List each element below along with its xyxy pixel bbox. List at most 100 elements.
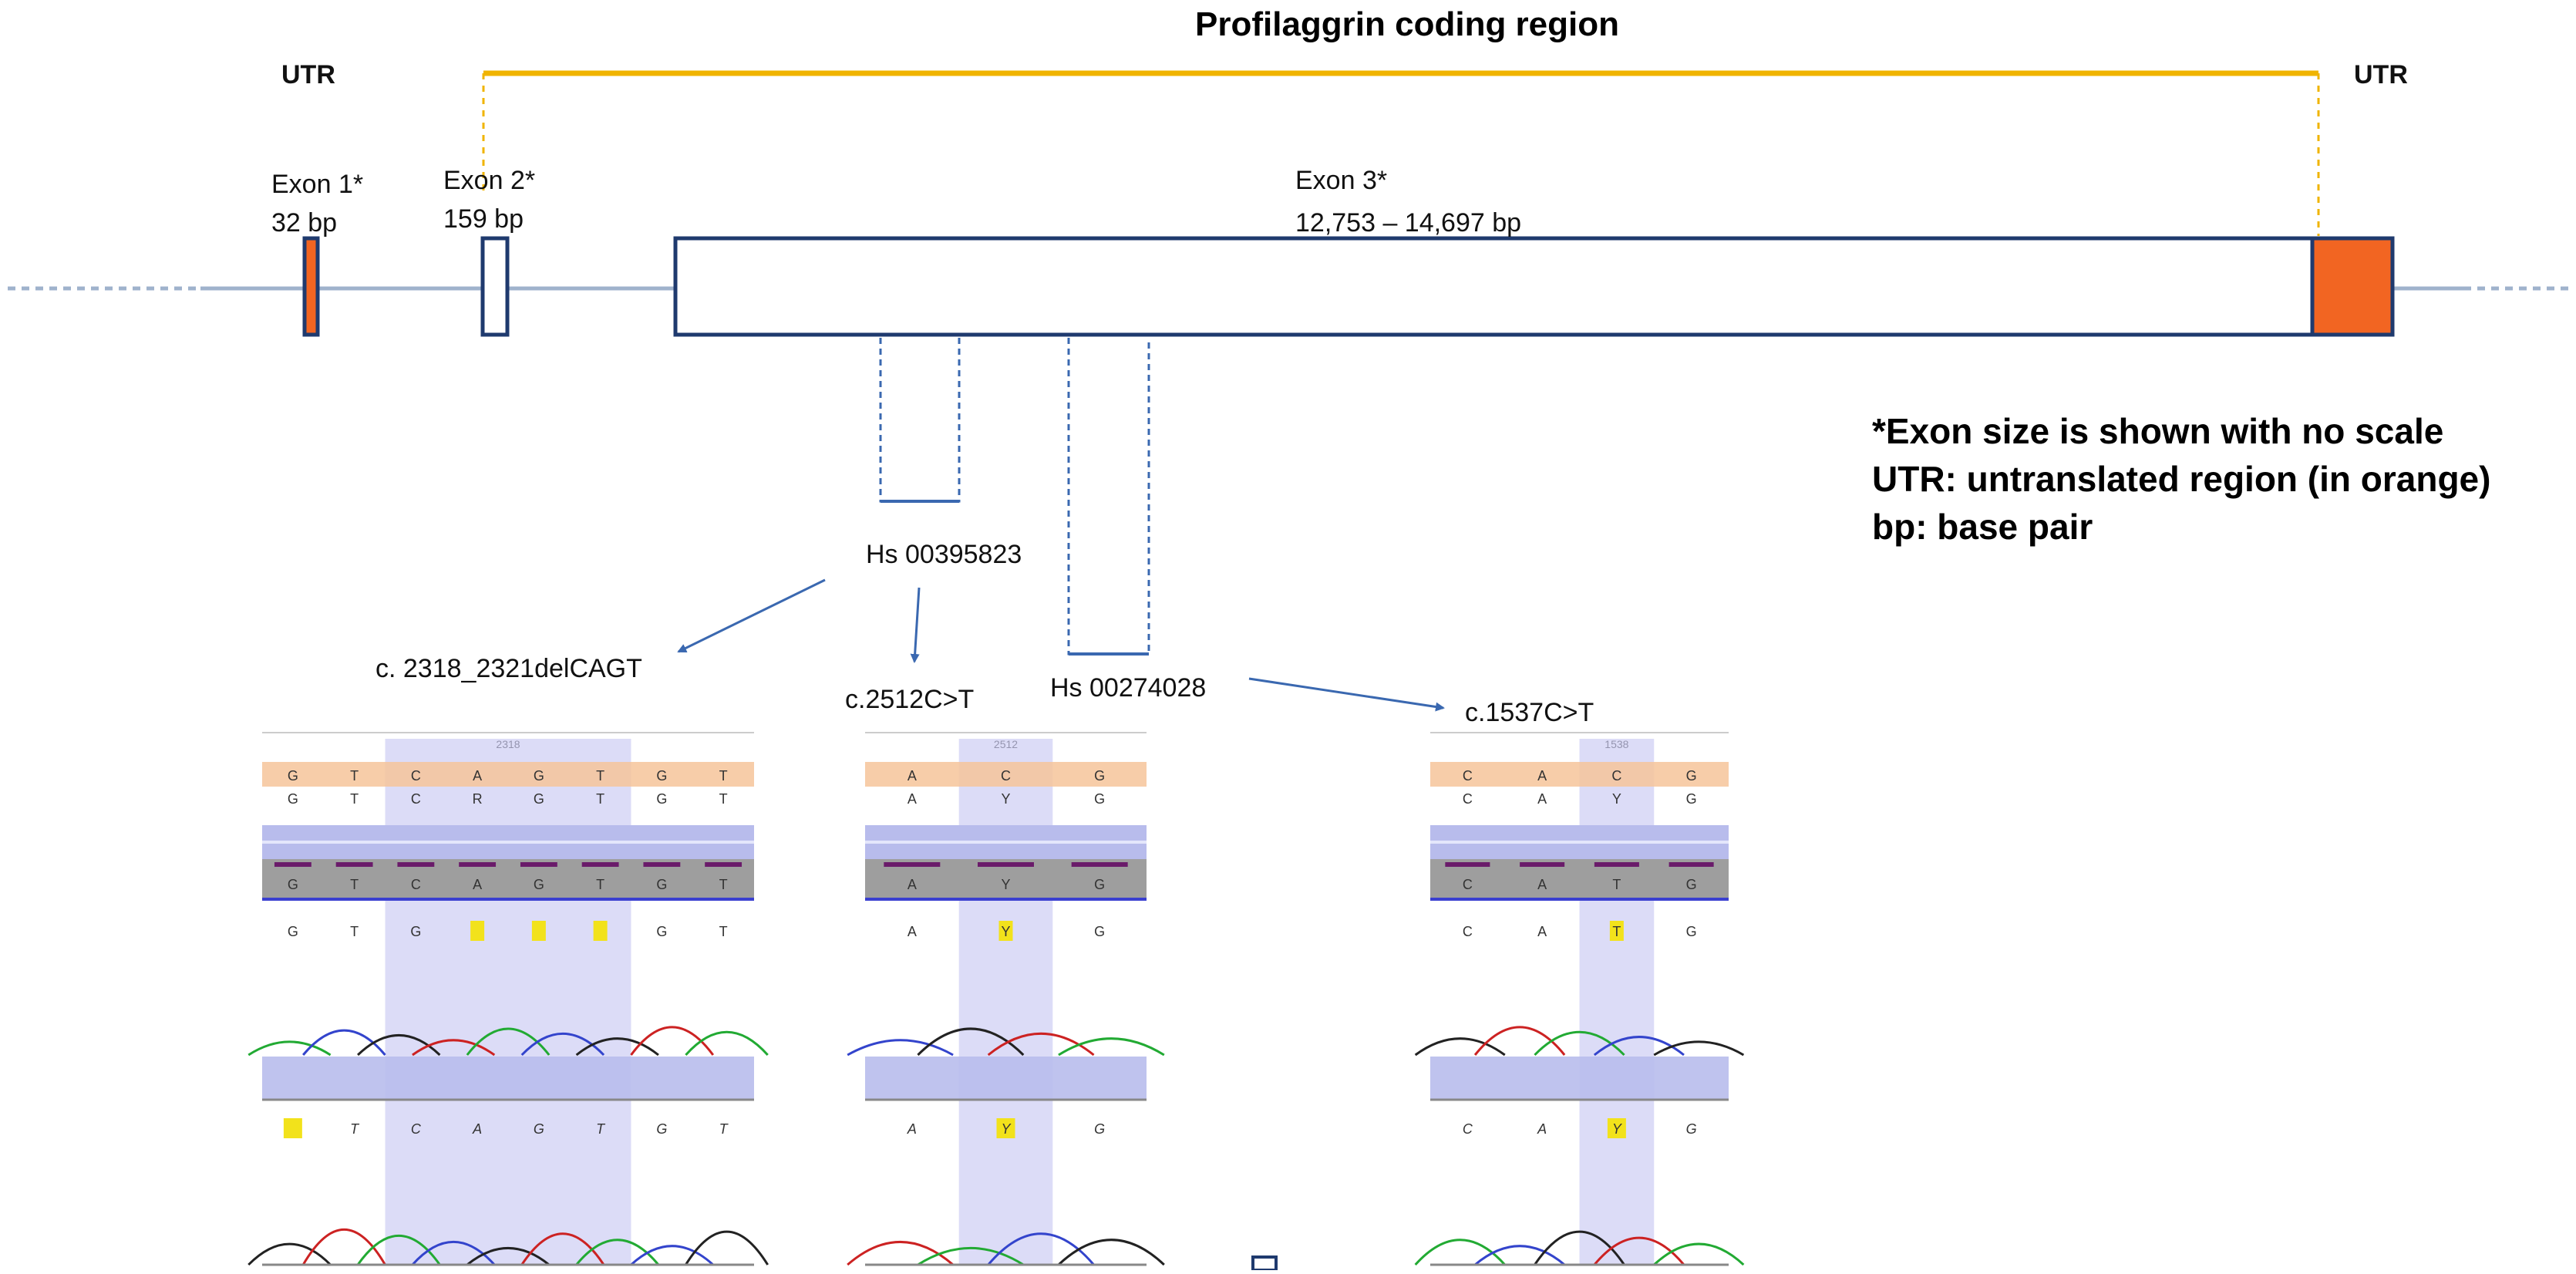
panel-1-ref-base-3: C — [411, 768, 421, 784]
panel-3-track-base-1: C — [1463, 877, 1473, 892]
panel-1-call1-base-2: T — [350, 924, 359, 939]
probe-1-bracket — [879, 338, 961, 503]
utr-left-label: UTR — [281, 60, 335, 89]
panel-1-trace1-peak-2 — [302, 1029, 386, 1056]
panel-1-call1-base-7: G — [656, 924, 667, 939]
panel-1-ref-base-6: T — [596, 768, 604, 784]
panel-3-call1-base-3: T — [1612, 924, 1621, 939]
panel-2-track-tick-2 — [978, 862, 1034, 867]
panel-1-trace1-band — [262, 1057, 754, 1100]
panel-2-highlight-column — [958, 739, 1053, 1265]
panel-1-track-tick-6 — [581, 862, 619, 867]
panel-1-trace2-peak-8 — [630, 1245, 714, 1266]
panel-2-ref-base-1: A — [907, 768, 917, 784]
utr-right-label: UTR — [2354, 60, 2408, 89]
panel-3-trace1-peak-3 — [1534, 1030, 1625, 1057]
panel-1-trace2-peak-4 — [411, 1240, 496, 1266]
panel-1-call1-base-3: G — [410, 924, 421, 939]
panel-2-call1-base-1: A — [907, 924, 917, 939]
panel-2-call2-base-1: A — [907, 1121, 917, 1137]
arrow-to-variant-2 — [910, 587, 921, 663]
panel-1-call1-base-1: G — [288, 924, 298, 939]
panel-1-ref-base-1: G — [288, 768, 298, 784]
variant-1-label: c. 2318_2321delCAGT — [375, 654, 642, 683]
note-line-2: UTR: untranslated region (in orange) — [1872, 459, 2490, 499]
panel-1-call2-base-3: C — [411, 1121, 422, 1137]
panel-3-call1-base-4: G — [1686, 924, 1697, 939]
panel-2-track-tick-1 — [884, 862, 941, 867]
diagram-title: Profilaggrin coding region — [1195, 5, 1619, 43]
panel-1-ref-base-4: A — [473, 768, 482, 784]
panel-1-call1-mark-4 — [470, 921, 485, 941]
panel-1-trace1-peak-6 — [520, 1032, 605, 1057]
panel-3-trace2-peak-5 — [1653, 1242, 1745, 1266]
panel-1-sample-base-1: G — [288, 791, 298, 807]
panel-2-trace2-peak-2 — [917, 1247, 1025, 1266]
panel-2-sample-base-2: Y — [1001, 791, 1010, 807]
arrow-to-variant-3 — [1248, 677, 1445, 712]
panel-2-call2-mark-2 — [996, 1118, 1015, 1138]
panel-1-track-base-5: G — [534, 877, 544, 892]
panel-2-call2-base-3: G — [1094, 1121, 1105, 1137]
panel-2-ref-base-3: G — [1094, 768, 1105, 784]
panel-2-trace2-peak-4 — [1057, 1239, 1165, 1266]
panel-1-trace2-peak-9 — [685, 1230, 769, 1266]
panel-1-track-tick-3 — [397, 862, 435, 867]
panel-1-call1-mark-5 — [531, 921, 546, 941]
bottom-marker — [1251, 1255, 1278, 1272]
panel-3-sample-base-2: A — [1537, 791, 1547, 807]
panel-1-track-tick-2 — [335, 862, 373, 867]
panel-3-ref-base-2: A — [1537, 768, 1547, 784]
panel-1-trace1-peak-7 — [575, 1037, 659, 1057]
panel-1-track-base-8: T — [719, 877, 728, 892]
panel-1-call2-base-7: G — [656, 1121, 667, 1137]
panel-1-track-tick-4 — [459, 862, 497, 867]
exon-3-size: 12,753 – 14,697 bp — [1295, 208, 1521, 238]
panel-3-call1-base-2: A — [1537, 924, 1547, 939]
panel-2-trace1-peak-1 — [847, 1039, 954, 1057]
exon-1-name: Exon 1* — [271, 170, 363, 199]
probe-2-bracket — [1067, 338, 1150, 656]
exon-3-box — [673, 236, 2315, 337]
panel-2-track-tick-3 — [1071, 862, 1128, 867]
panel-2-sample-base-3: G — [1094, 791, 1105, 807]
panel-3-call2-base-3: Y — [1612, 1121, 1623, 1137]
exon-1-size: 32 bp — [271, 208, 337, 238]
panel-1-trace2-peak-5 — [466, 1246, 551, 1266]
panel-1-reference-strip — [262, 762, 754, 787]
panel-1-trace1-peak-9 — [685, 1030, 769, 1056]
panel-1-highlight-column — [385, 739, 631, 1265]
panel-1-sample-base-6: T — [596, 791, 604, 807]
panel-3-reference-strip — [1430, 762, 1729, 787]
panel-3-call2-base-4: G — [1686, 1121, 1697, 1137]
panel-3-track-tick-2 — [1520, 862, 1565, 867]
panel-3-trace1-peak-5 — [1653, 1040, 1745, 1057]
panel-1-trace2-peak-2 — [301, 1228, 386, 1266]
panel-1-trace1-peak-1 — [247, 1040, 332, 1057]
arrow-to-variant-1 — [677, 578, 826, 653]
panel-2-call2-base-2: Y — [1001, 1121, 1012, 1137]
panel-3-call1-mark-3 — [1609, 921, 1624, 941]
panel-1-ref-base-7: G — [656, 768, 667, 784]
exon-3-name: Exon 3* — [1295, 166, 1387, 195]
panel-3-trace1-peak-2 — [1473, 1026, 1566, 1056]
panel-2-track-base-2: Y — [1001, 877, 1010, 892]
panel-3-trace2-peak-2 — [1474, 1245, 1566, 1266]
panel-1-ref-base-8: T — [719, 768, 728, 784]
panel-2-call1-mark-2 — [998, 921, 1013, 941]
panel-3-call1-base-1: C — [1463, 924, 1473, 939]
panel-2-sample-base-1: A — [907, 791, 917, 807]
panel-3-sample-base-1: C — [1463, 791, 1473, 807]
panel-1-sample-base-3: C — [411, 791, 421, 807]
panel-1-sample-base-2: T — [350, 791, 359, 807]
panel-3-trace2-peak-1 — [1414, 1239, 1506, 1266]
panel-2-trace1-peak-3 — [987, 1033, 1095, 1057]
panel-3-call2-mark-3 — [1607, 1118, 1626, 1138]
panel-3-trace2-peak-3 — [1534, 1230, 1625, 1266]
panel-3-sample-base-3: Y — [1612, 791, 1621, 807]
panel-1-ref-base-5: G — [534, 768, 544, 784]
panel-3-ref-base-3: C — [1611, 768, 1621, 784]
panel-2-trace2-peak-3 — [987, 1232, 1095, 1266]
